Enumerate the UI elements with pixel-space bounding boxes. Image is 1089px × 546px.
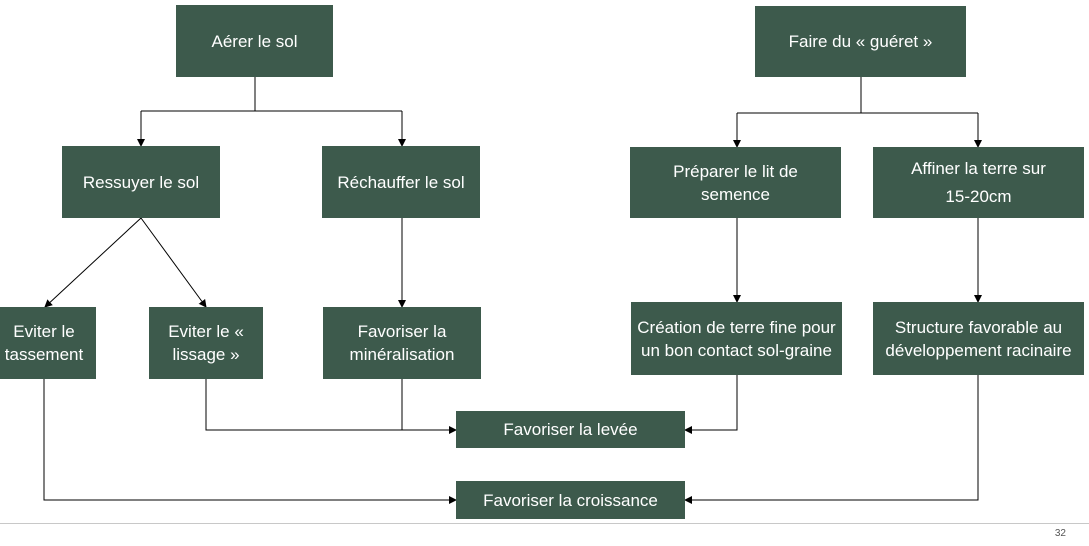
node-levee-label: Favoriser la levée: [503, 420, 638, 439]
arrow-to-tassement: [44, 217, 142, 308]
node-ressuyer-le-sol: Ressuyer le sol: [62, 146, 220, 218]
arrow-lissage-to-levee: [205, 379, 457, 434]
node-eviter-tassement: Eviter le tassement: [0, 307, 96, 379]
arrow-tassement-to-croissance: [43, 379, 457, 504]
node-lissage-label: Eviter le « lissage »: [168, 322, 244, 364]
footer-divider: [0, 523, 1089, 524]
node-preparer-label: Préparer le lit de semence: [673, 161, 798, 204]
node-croissance-label: Favoriser la croissance: [483, 490, 658, 510]
node-favoriser-mineralisation: Favoriser la minéralisation: [323, 307, 481, 379]
node-favoriser-levee: Favoriser la levée: [456, 411, 685, 448]
node-aerer-label: Aérer le sol: [211, 31, 298, 51]
node-gueret-label: Faire du « guéret »: [788, 32, 933, 51]
node-rechauffer-le-sol: Réchauffer le sol: [322, 146, 480, 218]
node-affiner-label: Affiner la terre sur 15-20cm: [911, 158, 1046, 206]
arrow-to-lissage: [140, 217, 207, 308]
node-preparer-lit-semence: Préparer le lit de semence: [630, 147, 841, 218]
node-structure-label: Structure favorable au développement rac…: [885, 317, 1072, 360]
arrow-terre-fine-to-levee: [684, 375, 738, 434]
node-aerer-le-sol: Aérer le sol: [176, 5, 333, 77]
node-eviter-lissage: Eviter le « lissage »: [149, 307, 263, 379]
node-ressuyer-label: Ressuyer le sol: [82, 172, 200, 192]
node-mineralisation-label: Favoriser la minéralisation: [349, 322, 455, 364]
page-number: 32: [1054, 528, 1066, 539]
node-faire-gueret: Faire du « guéret »: [755, 6, 966, 77]
node-favoriser-croissance: Favoriser la croissance: [456, 481, 685, 519]
node-terre-fine-label: Création de terre fine pour un bon conta…: [637, 317, 836, 360]
node-rechauffer-label: Réchauffer le sol: [337, 172, 465, 192]
node-structure-favorable: Structure favorable au développement rac…: [873, 302, 1084, 375]
arrow-structure-to-croissance: [684, 375, 979, 504]
node-affiner-terre: Affiner la terre sur 15-20cm: [873, 147, 1084, 218]
node-creation-terre-fine: Création de terre fine pour un bon conta…: [631, 302, 842, 375]
node-tassement-label: Eviter le tassement: [4, 322, 84, 364]
